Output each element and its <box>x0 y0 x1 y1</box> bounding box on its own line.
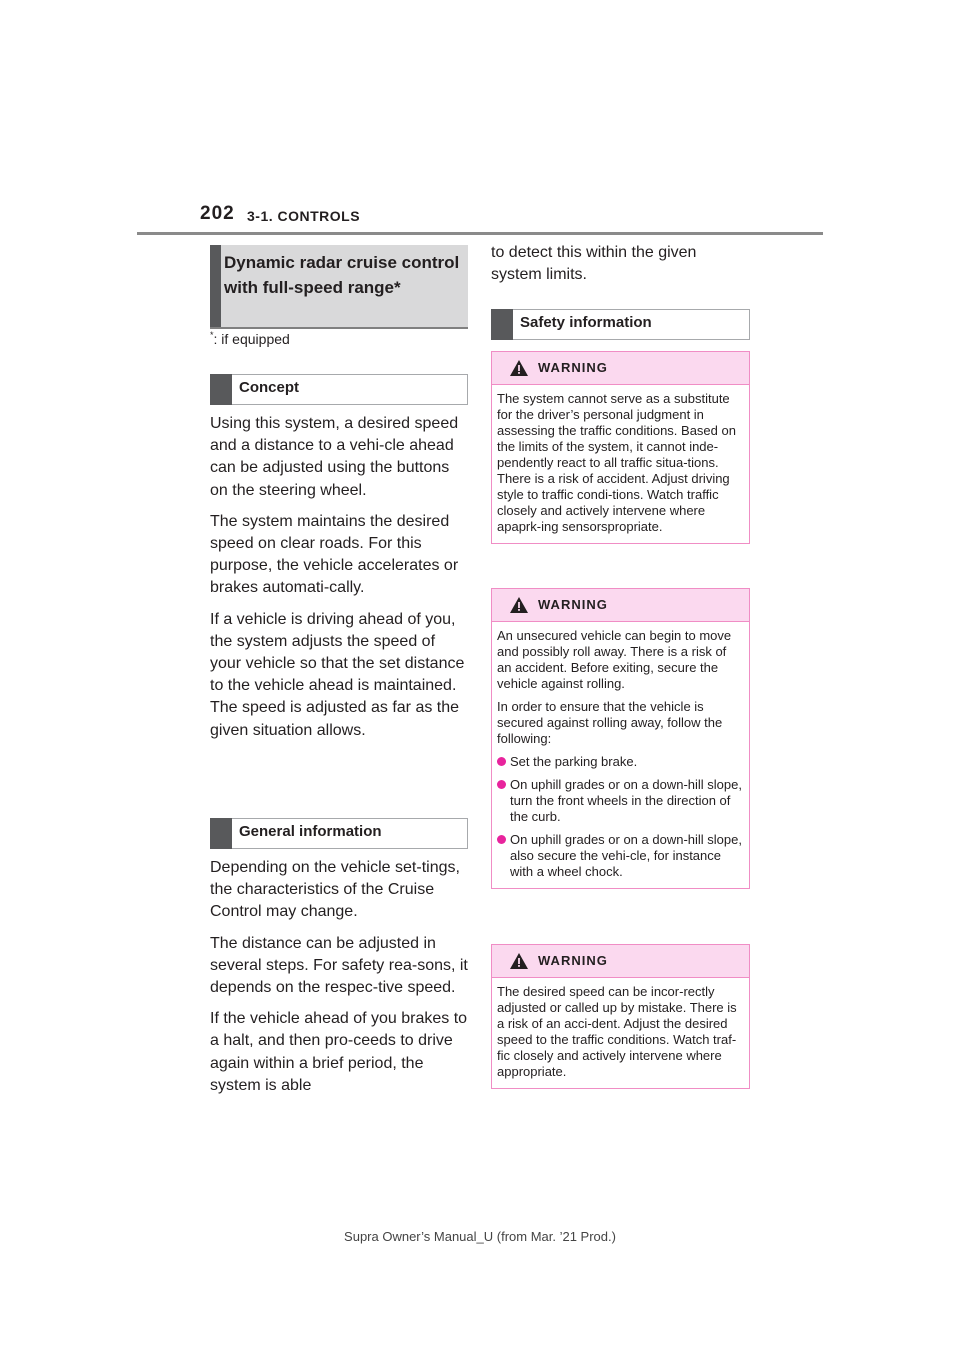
bullet-item: On uphill grades or on a down-hill slope… <box>497 832 743 880</box>
bullet-text: On uphill grades or on a down-hill slope… <box>510 832 742 879</box>
bullet-text: On uphill grades or on a down-hill slope… <box>510 777 742 824</box>
warning-header: WARNING <box>492 352 749 385</box>
footnote: *: if equipped <box>210 330 290 347</box>
subheading-general-information: General information <box>210 818 468 849</box>
warning-box: WARNING The desired speed can be incor-r… <box>491 944 750 1089</box>
subheading-accent-bar <box>210 374 232 405</box>
page-header: 202 3-1. CONTROLS <box>200 203 480 231</box>
subheading-label: Concept <box>239 379 299 396</box>
warning-triangle-icon <box>510 597 528 613</box>
header-divider <box>137 232 823 235</box>
warning-box: WARNING An unsecured vehicle can begin t… <box>491 588 750 889</box>
subheading-accent-bar <box>210 818 232 849</box>
paragraph: to detect this within the given system l… <box>491 244 697 284</box>
bullet-text: Set the parking brake. <box>510 754 638 769</box>
subheading-label: Safety information <box>520 314 652 331</box>
warning-body: An unsecured vehicle can begin to move a… <box>492 622 749 888</box>
warning-text: The system cannot serve as a substitute … <box>497 391 736 534</box>
warning-text: The desired speed can be incor-rectly ad… <box>497 984 737 1079</box>
subheading-concept: Concept <box>210 374 468 405</box>
warning-triangle-icon <box>510 953 528 969</box>
paragraph: Depending on the vehicle set-tings, the … <box>210 859 460 921</box>
bullet-dot-icon <box>497 757 506 766</box>
subheading-safety-information: Safety information <box>491 309 750 340</box>
warning-label: WARNING <box>538 360 608 375</box>
subheading-label: General information <box>239 823 382 840</box>
warning-label: WARNING <box>538 953 608 968</box>
warning-box: WARNING The system cannot serve as a sub… <box>491 351 750 544</box>
subheading-accent-bar <box>491 309 513 340</box>
warning-text: An unsecured vehicle can begin to move a… <box>497 628 732 691</box>
paragraph: If a vehicle is driving ahead of you, th… <box>210 610 465 739</box>
warning-label: WARNING <box>538 597 608 612</box>
topic-title: Dynamic radar cruise control with full-s… <box>224 253 460 297</box>
page-number: 202 <box>200 203 235 224</box>
bullet-dot-icon <box>497 835 506 844</box>
bullet-item: Set the parking brake. <box>497 754 743 770</box>
bullet-item: On uphill grades or on a down-hill slope… <box>497 777 743 825</box>
paragraph: The distance can be adjusted in several … <box>210 934 468 997</box>
warning-header: WARNING <box>492 589 749 622</box>
page-footer: Supra Owner’s Manual_U (from Mar. ’21 Pr… <box>344 1229 616 1244</box>
bullet-dot-icon <box>497 780 506 789</box>
general-body: Depending on the vehicle set-tings, the … <box>210 857 468 1106</box>
warning-body: The desired speed can be incor-rectly ad… <box>492 978 749 1088</box>
warning-text: In order to ensure that the vehicle is s… <box>497 699 723 746</box>
topic-title-box: Dynamic radar cruise control with full-s… <box>210 245 468 329</box>
paragraph: If the vehicle ahead of you brakes to a … <box>210 1010 468 1094</box>
warning-triangle-icon <box>510 360 528 376</box>
section-title: 3-1. CONTROLS <box>247 208 361 224</box>
warning-header: WARNING <box>492 945 749 978</box>
title-accent-bar <box>210 245 221 327</box>
footnote-text: : if equipped <box>213 331 290 347</box>
concept-body: Using this system, a desired speed and a… <box>210 413 468 751</box>
paragraph: The system maintains the desired speed o… <box>210 512 459 597</box>
continued-text: to detect this within the given system l… <box>491 242 750 295</box>
warning-body: The system cannot serve as a substitute … <box>492 385 749 543</box>
paragraph: Using this system, a desired speed and a… <box>210 415 459 499</box>
footnote-mark: * <box>210 330 214 340</box>
